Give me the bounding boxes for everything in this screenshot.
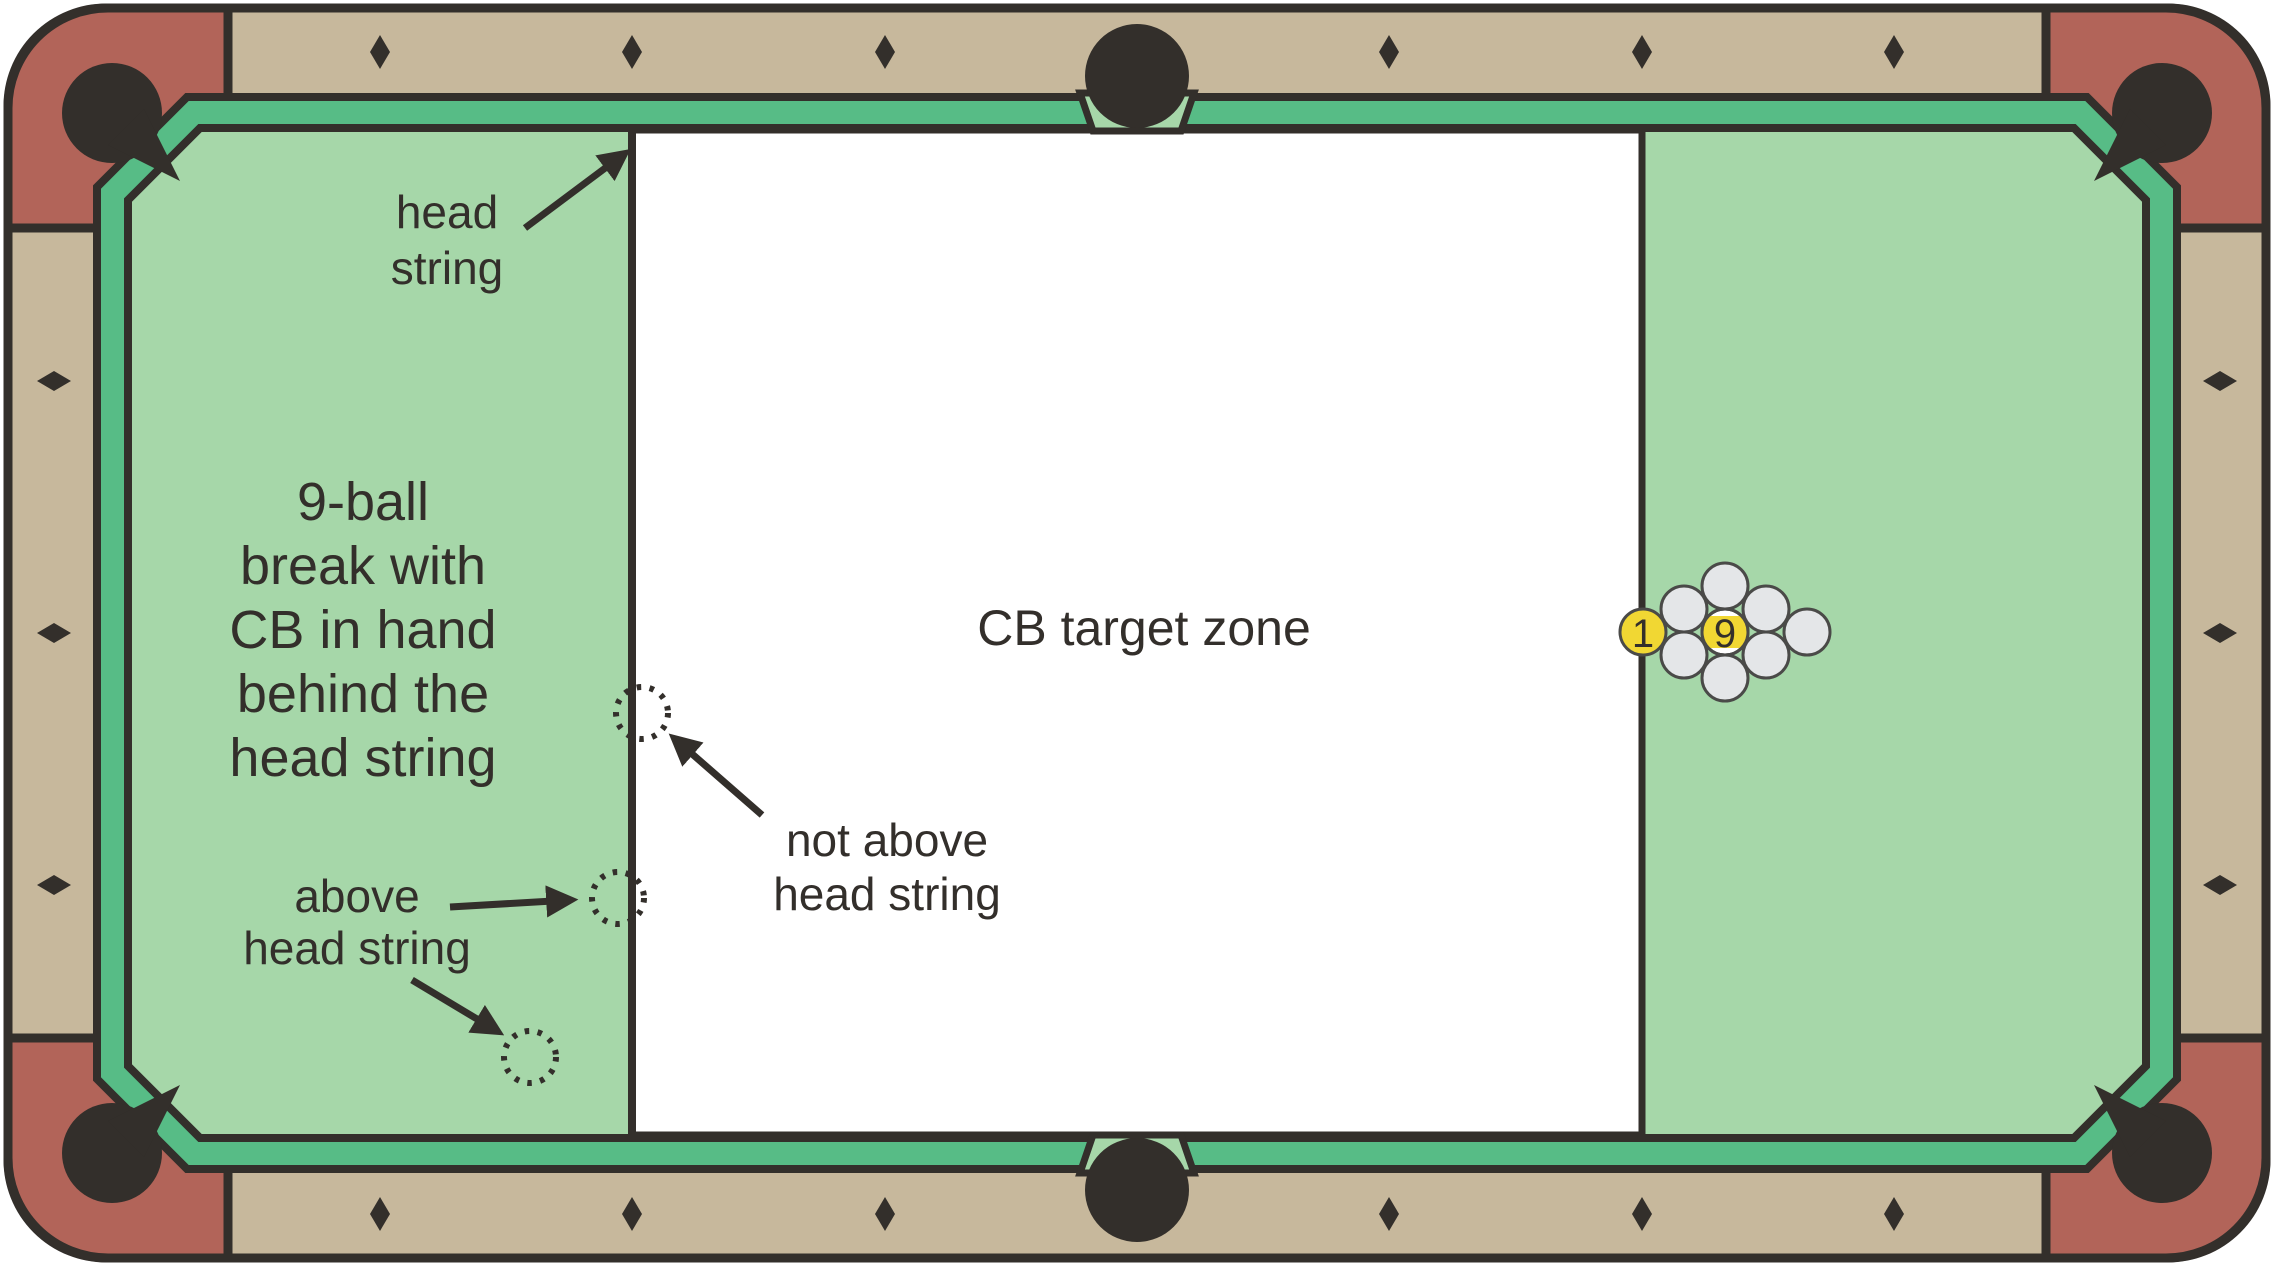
above-label-line1: above bbox=[294, 870, 419, 922]
head-string-label-line1: head bbox=[396, 186, 498, 238]
rack-ball bbox=[1782, 607, 1832, 657]
rack-gray-balls bbox=[1659, 561, 1832, 703]
not-above-label-line1: not above bbox=[786, 814, 988, 866]
diamond-bottom-2 bbox=[622, 1197, 642, 1231]
diamond-top-4 bbox=[1379, 35, 1399, 69]
side-pocket-top bbox=[1085, 24, 1189, 128]
above-label-line2: head string bbox=[243, 922, 471, 974]
diamond-bottom-4 bbox=[1379, 1197, 1399, 1231]
kitchen-note-line4: behind the bbox=[237, 664, 489, 724]
kitchen-note-line3: CB in hand bbox=[229, 600, 496, 660]
corner-pocket-tip-bottom-left bbox=[108, 1085, 180, 1157]
arrow-not-above bbox=[668, 733, 765, 818]
rail-diamonds bbox=[37, 35, 2237, 1231]
diamond-bottom-3 bbox=[875, 1197, 895, 1231]
cue-ball-ghost-above-behind bbox=[501, 1028, 559, 1086]
arrow-above-to-line-ball bbox=[449, 885, 579, 918]
diamond-top-3 bbox=[875, 35, 895, 69]
rack-ball bbox=[1659, 584, 1709, 634]
pockets bbox=[62, 24, 2212, 1242]
diamond-left-2 bbox=[37, 623, 71, 643]
not-above-label-line2: head string bbox=[773, 868, 1001, 920]
corner-pocket-tip-top-right bbox=[2094, 109, 2166, 181]
rack: 1 9 bbox=[1618, 561, 1832, 703]
diamond-left-1 bbox=[37, 371, 71, 391]
diamond-right-3 bbox=[2203, 875, 2237, 895]
nine-ball-number: 9 bbox=[1714, 612, 1736, 656]
diamond-right-1 bbox=[2203, 371, 2237, 391]
diamond-left-3 bbox=[37, 875, 71, 895]
corner-pocket-tip-bottom-right bbox=[2094, 1085, 2166, 1157]
arrow-above-to-behind-ball bbox=[410, 976, 505, 1036]
one-ball-number: 1 bbox=[1632, 612, 1654, 656]
cue-ball-ghost-not-above bbox=[613, 684, 671, 742]
rack-ball bbox=[1700, 561, 1750, 611]
kitchen-note-line2: break with bbox=[240, 536, 486, 596]
diamond-top-6 bbox=[1884, 35, 1904, 69]
rack-ball bbox=[1700, 653, 1750, 703]
rack-ball bbox=[1741, 630, 1791, 680]
diamond-right-2 bbox=[2203, 623, 2237, 643]
nine-ball-outline bbox=[1700, 607, 1750, 657]
cue-ball-ghost-above-on-line bbox=[589, 869, 647, 927]
arrow-head-string bbox=[522, 148, 631, 231]
kitchen-note-line1: 9-ball bbox=[297, 472, 429, 532]
kitchen-note-line5: head string bbox=[229, 728, 496, 788]
diamond-top-2 bbox=[622, 35, 642, 69]
one-ball bbox=[1618, 607, 1668, 657]
nine-ball-stripe bbox=[1702, 616, 1748, 648]
head-string-label-line2: string bbox=[391, 242, 503, 294]
rack-ball bbox=[1741, 584, 1791, 634]
diamond-bottom-6 bbox=[1884, 1197, 1904, 1231]
annotations: head string 9-ball break with CB in hand… bbox=[229, 186, 1310, 974]
diamond-bottom-5 bbox=[1632, 1197, 1652, 1231]
diamond-top-5 bbox=[1632, 35, 1652, 69]
corner-pocket-tip-top-left bbox=[108, 109, 180, 181]
cb-target-zone-label: CB target zone bbox=[977, 600, 1311, 656]
rack-ball bbox=[1659, 630, 1709, 680]
diamond-bottom-1 bbox=[370, 1197, 390, 1231]
diamond-top-1 bbox=[370, 35, 390, 69]
side-pocket-bottom bbox=[1085, 1138, 1189, 1242]
